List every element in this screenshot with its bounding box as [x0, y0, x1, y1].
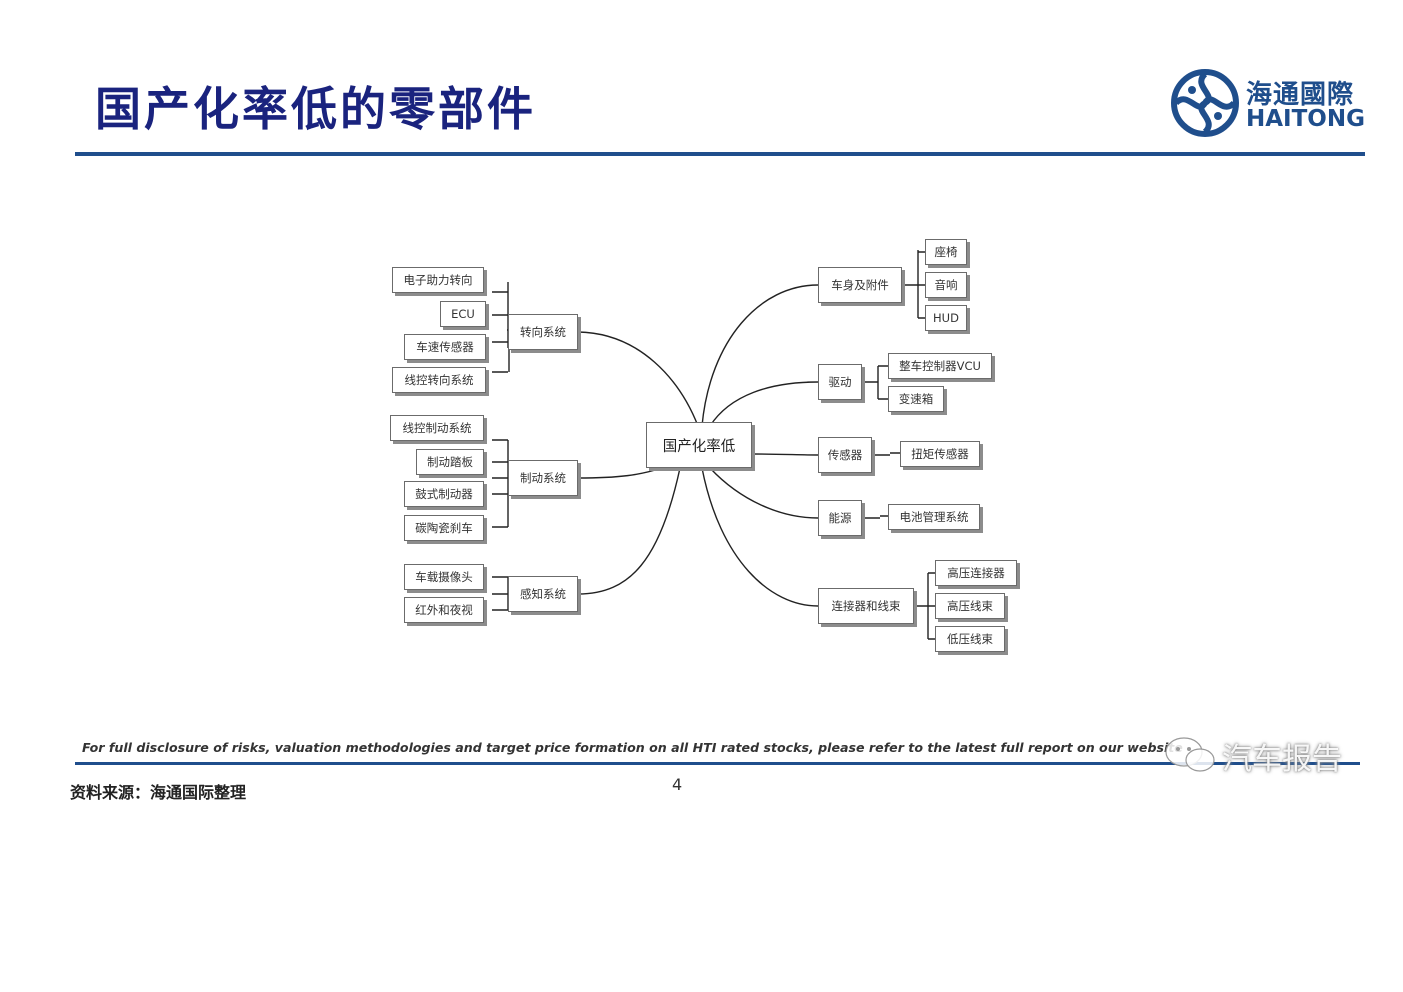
page-title: 国产化率低的零部件	[95, 82, 536, 136]
leaf-node: 线控制动系统	[390, 415, 484, 441]
leaf-node: 车速传感器	[404, 334, 486, 360]
root-to-sensor-curve	[751, 453, 819, 456]
logo-chinese-name: 海通國際	[1246, 80, 1355, 110]
root-to-harness-curve	[701, 467, 819, 607]
leaf-node: 车载摄像头	[404, 564, 484, 590]
root-to-brake-curve	[577, 467, 663, 479]
leaf-node: 电子助力转向	[392, 267, 484, 293]
root-to-perception-curve	[577, 467, 681, 595]
branch-node-sensor: 传感器	[818, 437, 872, 473]
logo-english-name: HAITONG	[1246, 106, 1365, 132]
leaf-node: 高压线束	[935, 593, 1005, 619]
branch-node-steering: 转向系统	[508, 314, 578, 350]
leaf-node: ECU	[440, 301, 486, 327]
leaf-node: 扭矩传感器	[900, 441, 980, 467]
mind-map: 国产化率低 转向系统 电子助力转向 ECU 车速传感器 线控转向系统 制动系统 …	[380, 230, 1030, 660]
leaf-node: 变速箱	[888, 386, 944, 412]
leaf-node: 鼓式制动器	[404, 481, 484, 507]
watermark-text: 汽车报告	[1222, 742, 1342, 777]
footer-rule	[75, 762, 1360, 765]
page-number: 4	[672, 775, 683, 794]
branch-node-harness: 连接器和线束	[818, 588, 914, 624]
branch-node-body: 车身及附件	[818, 267, 902, 303]
source-note: 资料来源：海通国际整理	[70, 783, 247, 802]
leaf-node: HUD	[925, 305, 967, 331]
branch-node-energy: 能源	[818, 500, 862, 536]
haitong-emblem-icon	[1171, 69, 1239, 137]
leaf-node: 高压连接器	[935, 560, 1017, 586]
leaf-node: 红外和夜视	[404, 597, 484, 623]
root-to-steering-curve	[577, 331, 699, 427]
wechat-icon	[1165, 737, 1215, 772]
branch-node-perception: 感知系统	[508, 576, 578, 612]
root-to-body-curve	[701, 284, 819, 427]
leaf-node: 座椅	[925, 239, 967, 265]
haitong-logo: 海通國際 HAITONG	[1170, 68, 1370, 140]
leaf-node: 碳陶瓷刹车	[404, 515, 484, 541]
leaf-node: 低压线束	[935, 626, 1005, 652]
branch-node-brake: 制动系统	[508, 460, 578, 496]
disclosure-text: For full disclosure of risks, valuation …	[82, 740, 1183, 755]
title-rule	[75, 152, 1365, 156]
leaf-node: 制动踏板	[416, 449, 484, 475]
root-node: 国产化率低	[646, 422, 752, 468]
leaf-node: 音响	[925, 272, 967, 298]
leaf-node: 电池管理系统	[888, 504, 980, 530]
leaf-node: 线控转向系统	[392, 367, 486, 393]
root-to-drive-curve	[709, 381, 819, 427]
leaf-node: 整车控制器VCU	[888, 353, 992, 379]
branch-node-drive: 驱动	[818, 364, 862, 400]
watermark: 汽车报告	[1160, 732, 1360, 777]
root-to-energy-curve	[709, 467, 819, 519]
